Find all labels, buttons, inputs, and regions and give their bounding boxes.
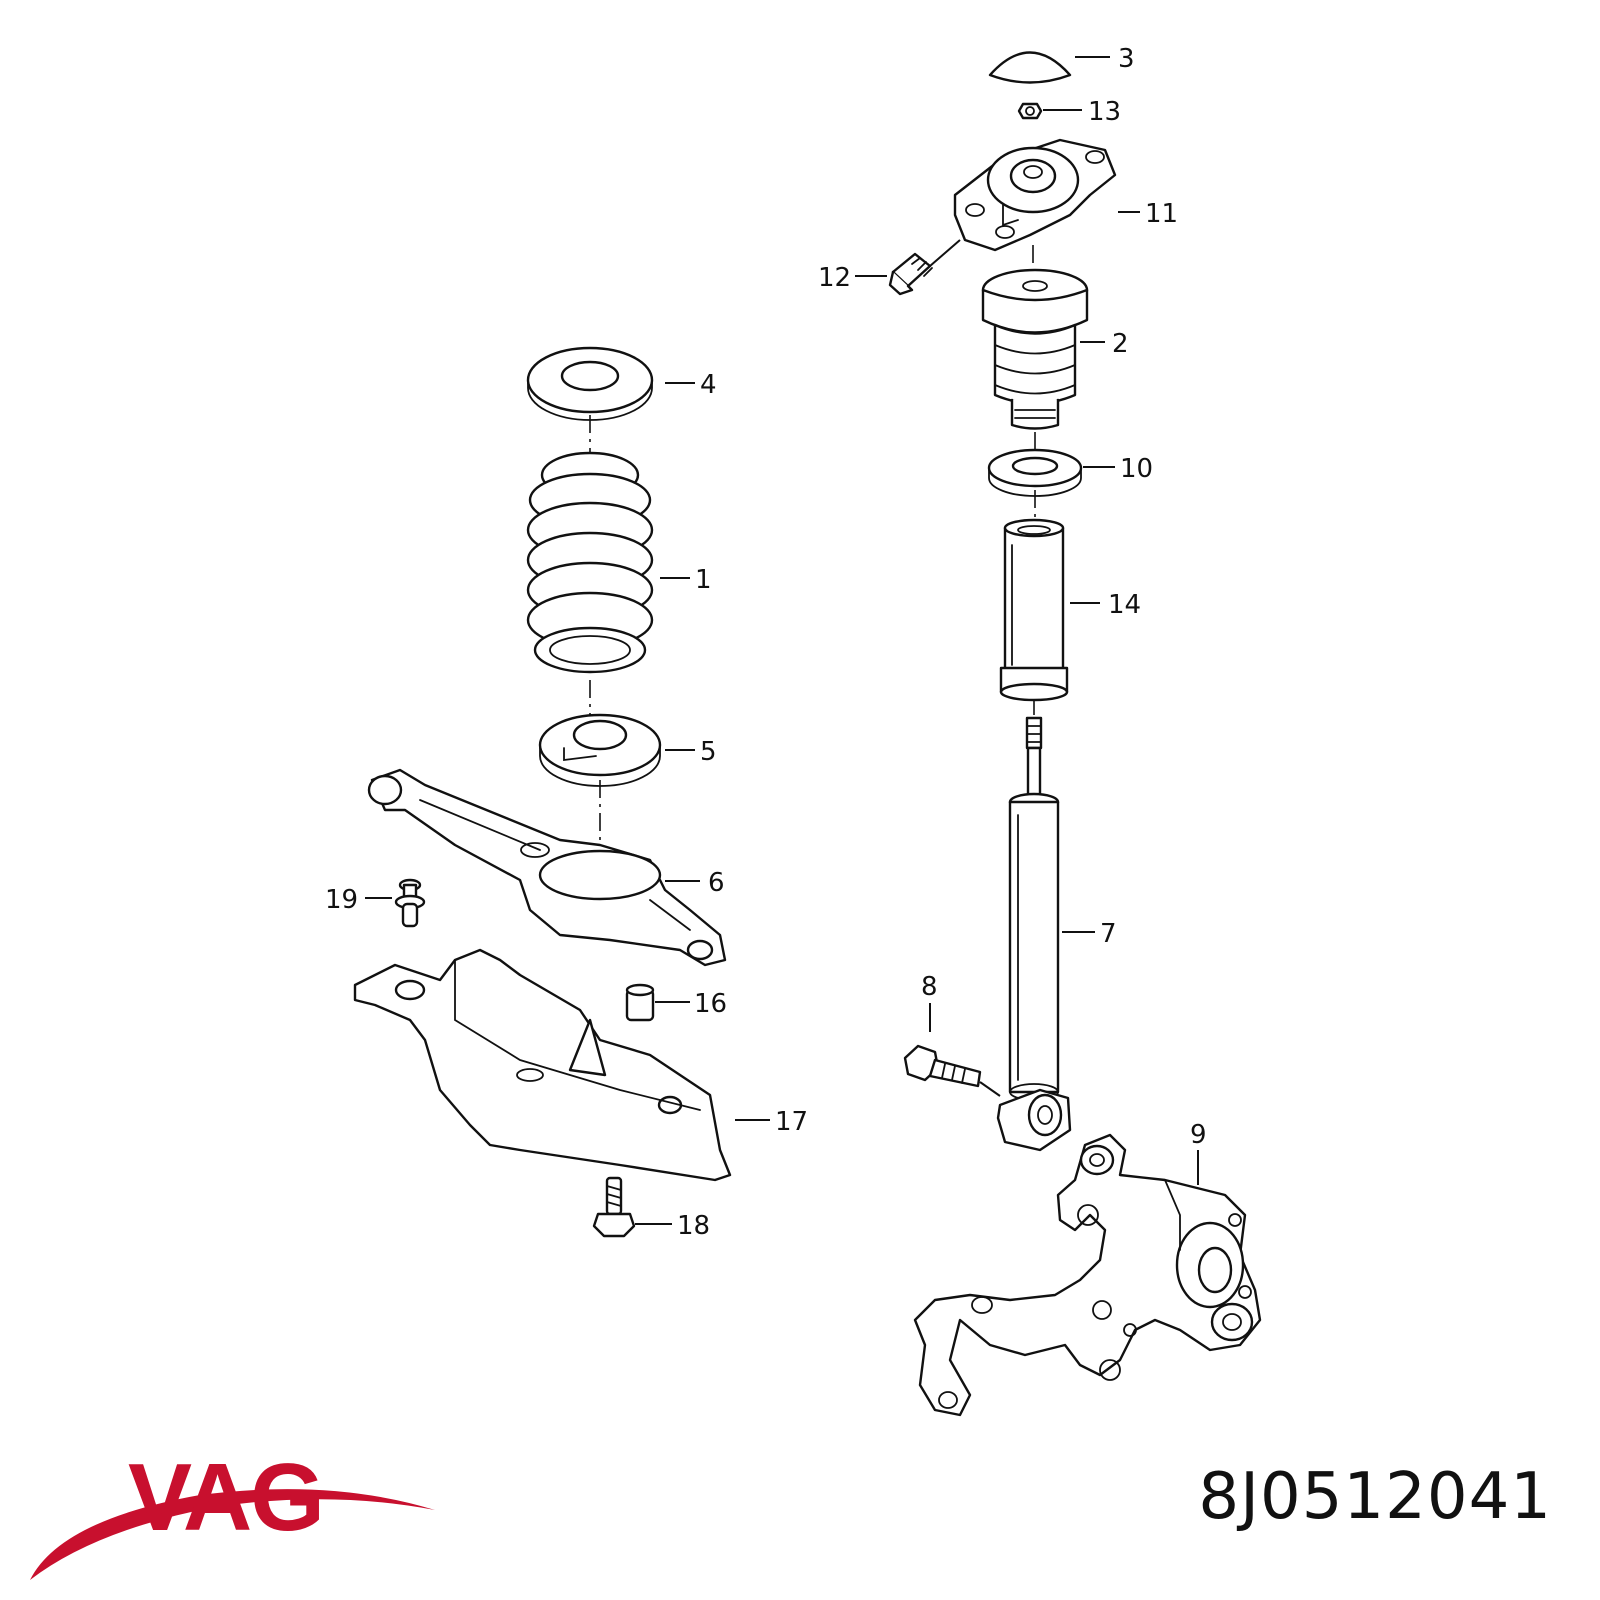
strut-top-mount	[953, 138, 1117, 252]
protective-boot	[999, 518, 1069, 702]
callout-12: 12	[818, 263, 851, 293]
bump-stop	[981, 268, 1089, 430]
callout-3: 3	[1118, 44, 1135, 74]
callout-13: 13	[1088, 97, 1121, 127]
mount-bolt	[888, 239, 961, 296]
callout-19: 19	[325, 885, 358, 915]
callout-14: 14	[1108, 590, 1141, 620]
callout-16: 16	[694, 989, 727, 1019]
vag-logo: VAG	[30, 1444, 435, 1580]
leader-lines	[365, 56, 1199, 1225]
callout-18: 18	[677, 1211, 710, 1241]
part-number: 8J0512041	[1198, 1460, 1552, 1534]
mounting-stud	[394, 878, 426, 928]
shock-absorber	[996, 716, 1072, 1152]
top-nut	[1017, 102, 1043, 120]
spring-upper-seat	[526, 346, 654, 421]
shock-bolt	[903, 1044, 1001, 1097]
callout-10: 10	[1120, 454, 1153, 484]
underbody-guard-plate	[353, 948, 732, 1182]
callout-17: 17	[775, 1107, 808, 1137]
callout-4: 4	[700, 370, 717, 400]
spring-lower-seat	[538, 713, 662, 787]
callout-5: 5	[700, 737, 717, 767]
callout-6: 6	[708, 868, 725, 898]
flange-bolt-left	[592, 1176, 636, 1238]
lower-control-arm	[367, 768, 727, 967]
callout-8: 8	[921, 972, 938, 1002]
logo-swoosh	[30, 1489, 435, 1580]
dust-cap	[988, 51, 1072, 84]
bearing-washer	[987, 448, 1083, 497]
callout-1: 1	[695, 565, 712, 595]
coil-spring	[526, 451, 654, 674]
callout-11: 11	[1145, 199, 1178, 229]
wheel-carrier	[913, 1133, 1262, 1417]
callout-9: 9	[1190, 1120, 1207, 1150]
rubber-bump-cap	[625, 983, 655, 1022]
callout-2: 2	[1112, 329, 1129, 359]
logo-text: VAG	[128, 1444, 323, 1551]
callout-7: 7	[1100, 919, 1117, 949]
